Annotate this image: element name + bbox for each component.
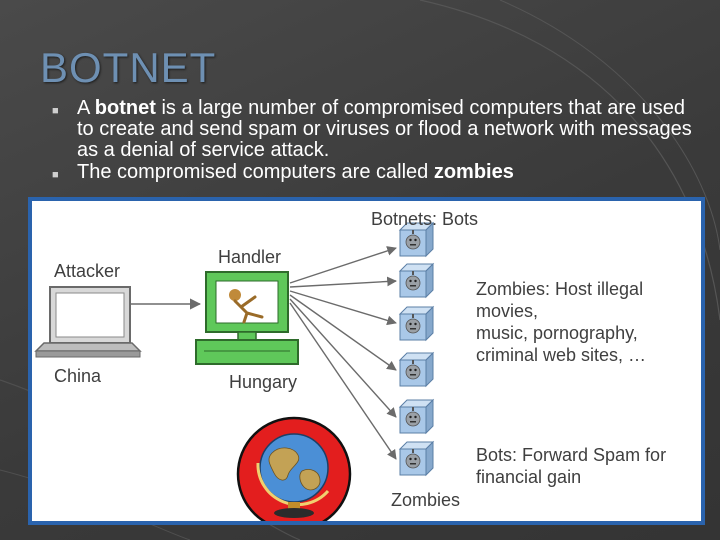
- bullet-text: is a large number of compromised compute…: [77, 97, 692, 161]
- bots-header-label: Botnets: Bots: [371, 208, 478, 230]
- bullet-item-botnet: ■ A botnet is a large number of compromi…: [52, 98, 692, 161]
- bullet-bold-term: zombies: [434, 161, 514, 183]
- bots-note-line: financial gain: [476, 466, 666, 488]
- bullet-list: ■ A botnet is a large number of compromi…: [52, 98, 692, 183]
- botnet-diagram: Attacker China Handler Hungary Botnets: …: [28, 197, 705, 525]
- bullet-text: The compromised computers are called: [77, 161, 434, 183]
- handler-label: Handler: [218, 246, 281, 268]
- handler-location-label: Hungary: [229, 371, 297, 393]
- attacker-label: Attacker: [54, 260, 120, 282]
- slide-title: BOTNET: [40, 44, 216, 92]
- zombies-note-line: criminal web sites, …: [476, 344, 646, 366]
- bullet-marker-icon: ■: [52, 101, 59, 122]
- attacker-location-label: China: [54, 365, 101, 387]
- zombies-note-line: Zombies: Host illegal: [476, 278, 646, 300]
- handler-computer-icon: [196, 272, 298, 364]
- bullet-marker-icon: ■: [52, 165, 59, 186]
- bullet-bold-term: botnet: [95, 97, 156, 119]
- globe-icon: [238, 418, 350, 521]
- bullet-item-zombies: ■ The compromised computers are called z…: [52, 162, 692, 183]
- zombies-note-line: movies,: [476, 300, 646, 322]
- bots-note-line: Bots: Forward Spam for: [476, 444, 666, 466]
- zombies-note-line: music, pornography,: [476, 322, 646, 344]
- zombies-label: Zombies: [391, 489, 460, 511]
- zombies-note: Zombies: Host illegal movies, music, por…: [476, 278, 646, 366]
- bullet-text: A: [77, 97, 95, 119]
- attacker-laptop-icon: [36, 287, 140, 357]
- bot-cube-icons: [400, 223, 433, 475]
- bots-note: Bots: Forward Spam for financial gain: [476, 444, 666, 488]
